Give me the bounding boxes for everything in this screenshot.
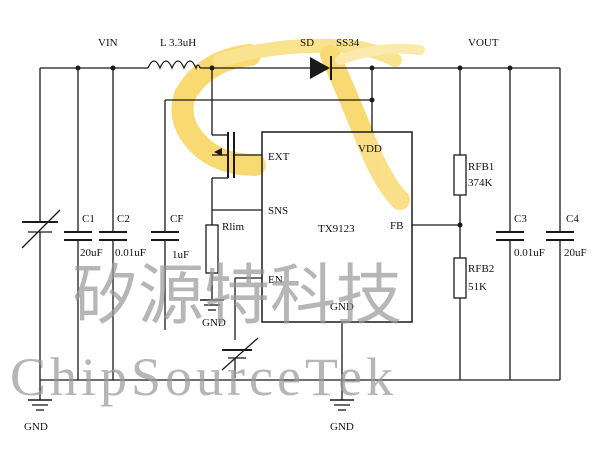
diode-sd xyxy=(310,56,332,80)
label-vin: VIN xyxy=(98,37,118,49)
feedback-divider xyxy=(453,68,467,380)
resistor-rlim xyxy=(205,209,262,300)
label-vdd: VDD xyxy=(358,143,382,155)
ic-tx9123 xyxy=(261,68,460,400)
label-c2-value: 0.01uF xyxy=(115,247,146,259)
ground-bottom xyxy=(330,399,354,411)
capacitor-cf xyxy=(151,99,372,330)
label-gnd-mid: GND xyxy=(202,317,226,329)
capacitor-c2 xyxy=(99,68,127,380)
input-source xyxy=(21,68,61,400)
label-c3-value: 0.01uF xyxy=(514,247,545,259)
label-gnd-left: GND xyxy=(24,421,48,433)
label-rlim: Rlim xyxy=(222,221,244,233)
capacitor-c4 xyxy=(546,68,574,380)
label-c3: C3 xyxy=(514,213,527,225)
capacitor-c3 xyxy=(496,68,524,380)
label-c2: C2 xyxy=(117,213,130,225)
label-inductor: L 3.3uH xyxy=(160,37,196,49)
label-rfb1: RFB1 xyxy=(468,161,494,173)
label-cf: CF xyxy=(170,213,183,225)
cst-logo xyxy=(171,38,425,210)
label-sd: SD xyxy=(300,37,314,49)
label-gnd-bottom: GND xyxy=(330,421,354,433)
label-en: EN xyxy=(268,274,283,286)
label-cf-value: 1uF xyxy=(172,249,189,261)
ground-mid xyxy=(200,299,224,311)
label-sns: SNS xyxy=(268,205,288,217)
label-ext: EXT xyxy=(268,151,290,163)
watermark-chinese: 矽源特科技 xyxy=(72,257,402,334)
label-c4: C4 xyxy=(566,213,579,225)
label-ic: TX9123 xyxy=(318,223,355,235)
label-diode: SS34 xyxy=(336,37,360,49)
label-c1: C1 xyxy=(82,213,95,225)
inductor-l xyxy=(147,60,201,70)
label-rfb2-value: 51K xyxy=(468,281,487,293)
label-c1-value: 20uF xyxy=(80,247,103,259)
label-rfb2: RFB2 xyxy=(468,263,494,275)
ground-left xyxy=(28,399,52,411)
watermark-english: ChipSourceTek xyxy=(10,347,397,407)
label-c4-value: 20uF xyxy=(564,247,587,259)
label-vout: VOUT xyxy=(468,37,499,49)
label-fb: FB xyxy=(390,220,403,232)
capacitor-c1 xyxy=(64,68,92,380)
mosfet-switch xyxy=(211,68,262,210)
enable-network xyxy=(221,277,262,378)
label-ic-gnd: GND xyxy=(330,301,354,313)
label-rfb1-value: 374K xyxy=(468,177,493,189)
